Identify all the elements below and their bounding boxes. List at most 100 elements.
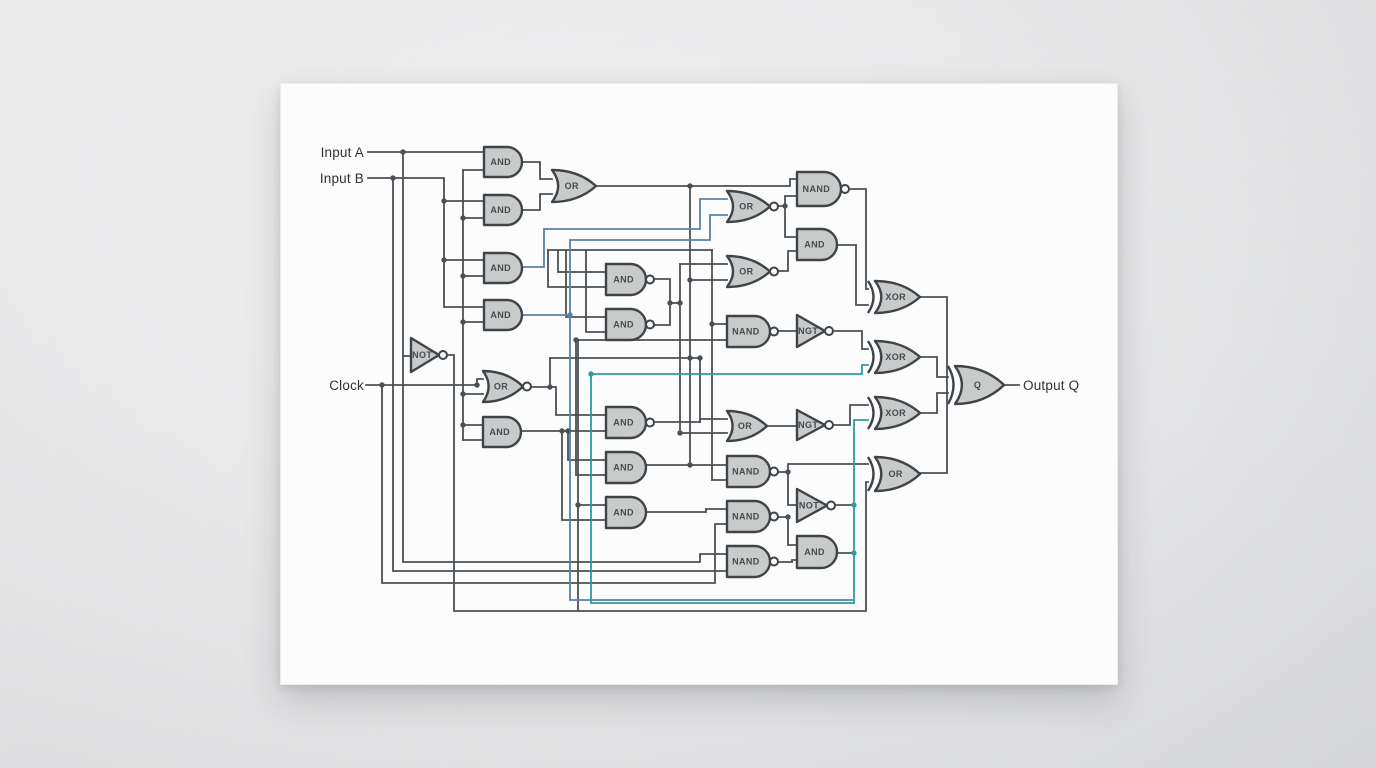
and-a6-label: AND — [489, 427, 510, 437]
junction-dot-6 — [460, 319, 466, 325]
wire-43 — [774, 195, 798, 207]
junction-dot-15 — [575, 502, 581, 508]
xor-f4-body — [873, 455, 922, 493]
gate-nor-c1: OR — [725, 189, 779, 224]
gate-nand-c3: NAND — [725, 314, 779, 349]
gate-nor-a5: OR — [481, 369, 532, 404]
wire-61 — [567, 430, 607, 461]
wire-23 — [653, 278, 671, 304]
not-d3-label: NOT — [799, 501, 819, 511]
and-a6-body — [481, 415, 523, 449]
nor-c1-body — [725, 189, 772, 224]
wire-1 — [367, 177, 485, 308]
nand-b1-bubble-icon — [645, 274, 655, 285]
not-d1-bubble-icon — [824, 326, 834, 336]
gate-nand-c5: NAND — [725, 454, 779, 489]
not-d1-label: NGT — [798, 326, 818, 336]
and-d4-body — [795, 534, 839, 570]
nand-b2-label: AND — [613, 320, 634, 330]
nor-c2-body — [725, 254, 772, 289]
and-e2-body — [795, 227, 839, 262]
gate-nand-c6: NAND — [725, 499, 779, 534]
junction-dot-1 — [390, 175, 396, 181]
junction-dot-4 — [441, 257, 447, 263]
xor-f2-label: XOR — [885, 352, 906, 362]
gate-and-a6: AND — [481, 415, 523, 449]
gate-and-a1: AND — [482, 145, 524, 179]
xor-f3-xor-arc — [866, 396, 875, 430]
junction-dot-27 — [785, 514, 791, 520]
junction-dot-26 — [785, 469, 791, 475]
and-a1-body — [482, 145, 524, 179]
and-a4-body — [482, 298, 524, 332]
and-a1-label: AND — [490, 157, 511, 167]
nand-c7-label: NAND — [732, 557, 760, 567]
wire-47 — [836, 244, 869, 306]
xor-f1-xor-arc — [866, 280, 875, 314]
wire-67 — [777, 559, 798, 563]
gate-and-a4: AND — [482, 298, 524, 332]
xor-f2-xor-arc — [866, 340, 875, 374]
xor-f4-xor-arc — [866, 456, 875, 492]
nand-b1-label: AND — [613, 275, 634, 285]
junction-dot-9 — [379, 382, 385, 388]
junction-dot-13 — [565, 428, 571, 434]
and-a3-body — [482, 251, 524, 285]
junction-dot-14 — [573, 337, 579, 343]
nor-a5-bubble-icon — [522, 381, 532, 392]
not-d3-bubble-icon — [826, 500, 836, 511]
nand-b2-bubble-icon — [645, 319, 655, 330]
nand-c3-bubble-icon — [769, 326, 779, 337]
wire-7 — [365, 378, 484, 386]
wire-24 — [653, 302, 671, 326]
gate-and-d4: AND — [795, 534, 839, 570]
wire-71 — [521, 214, 728, 316]
gate-and-a3: AND — [482, 251, 524, 285]
or-c4-body — [725, 409, 769, 443]
nor-a5-body — [481, 369, 525, 404]
gate-not-d3: NOT — [795, 487, 836, 524]
junction-dot-0 — [400, 149, 406, 155]
not-d2-label: NGT — [798, 420, 818, 430]
wire-45 — [774, 250, 798, 272]
gate-not-n1: NOT — [409, 336, 448, 374]
wire-49 — [919, 356, 949, 378]
junction-dot-8 — [460, 422, 466, 428]
wire-33 — [565, 249, 607, 318]
and-d4-label: AND — [804, 547, 825, 557]
wire-48 — [919, 296, 948, 474]
junction-dot-21 — [687, 355, 693, 361]
junction-dot-24 — [709, 321, 715, 327]
wire-65 — [787, 471, 798, 506]
wire-58 — [530, 386, 607, 416]
wire-64 — [777, 463, 869, 473]
output-q-label: Output Q — [1023, 378, 1080, 393]
junction-dot-2 — [441, 198, 447, 204]
nand-b3-label: AND — [613, 418, 634, 428]
not-d2-body — [795, 408, 827, 442]
xor-f1-body — [873, 279, 922, 315]
junction-dot-3 — [460, 215, 466, 221]
clock-label: Clock — [329, 378, 364, 393]
wire-32 — [547, 249, 607, 288]
not-d3-body — [795, 487, 829, 524]
wire-56 — [653, 418, 728, 423]
junction-dot-10 — [474, 382, 480, 388]
junction-dot-29 — [588, 371, 594, 377]
junction-dot-5 — [460, 273, 466, 279]
wire-70 — [521, 198, 728, 268]
junction-dot-20 — [687, 277, 693, 283]
gate-not-d2: NGT — [795, 408, 834, 442]
not-n1-label: NOT — [412, 350, 432, 360]
xor-f2-body — [873, 339, 922, 375]
junction-dot-19 — [687, 183, 693, 189]
nand-c5-bubble-icon — [769, 466, 779, 477]
and-b4-body — [604, 450, 648, 485]
wire-62 — [575, 339, 607, 476]
nor-c1-label: OR — [739, 202, 753, 212]
nand-c7-bubble-icon — [769, 556, 779, 567]
nand-e1-label: NAND — [803, 184, 831, 194]
wire-20 — [595, 178, 798, 187]
gate-xor-f3: XOR — [866, 395, 922, 431]
nand-c6-bubble-icon — [769, 511, 779, 522]
